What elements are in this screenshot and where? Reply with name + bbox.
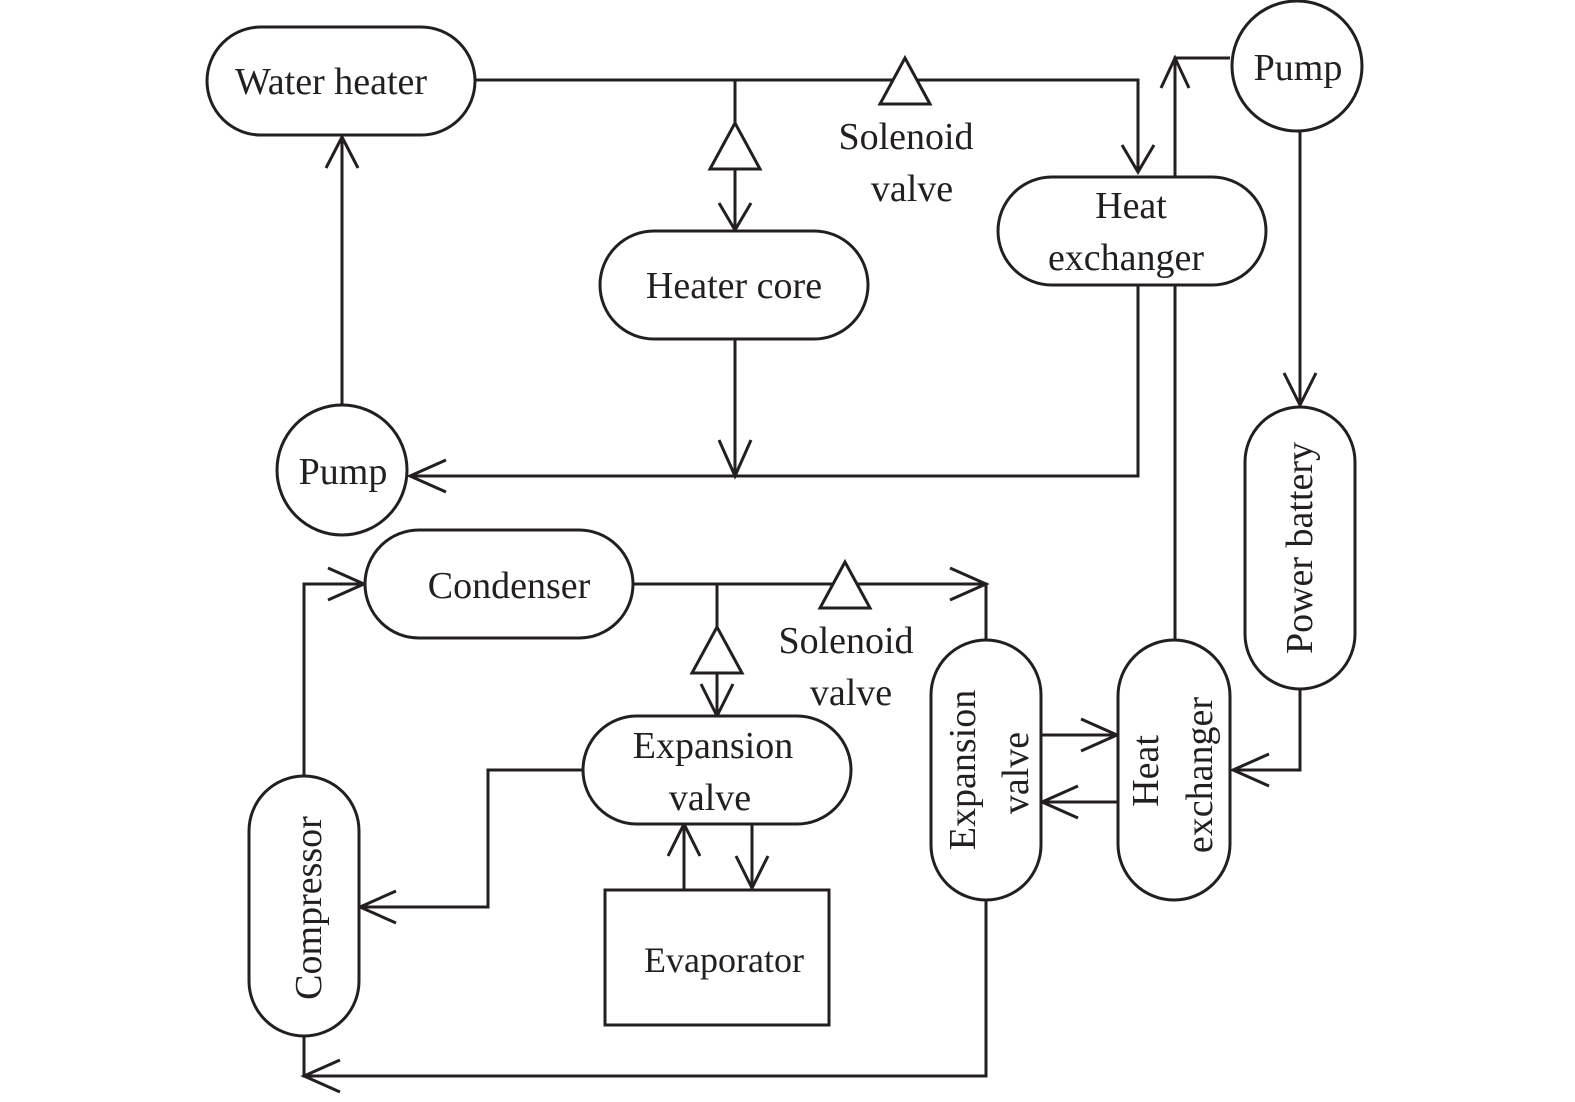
expansion-valve-right-label-line2: valve [995, 732, 1037, 814]
power-battery-label: Power battery [1279, 442, 1321, 654]
arrow-down-icon [1120, 144, 1156, 175]
solenoid-valve-top-label-line1: Solenoid [838, 116, 973, 158]
water-heater-node [205, 25, 477, 137]
pipe-expansion-valve-to-compressor [360, 768, 583, 909]
arrow-down-icon [734, 855, 770, 892]
pump-top-right-label: Pump [1254, 47, 1343, 89]
expansion-valve-right-node [929, 638, 1043, 902]
heater-core-node [598, 229, 870, 341]
valve-labels: Solenoid valve Solenoid valve [778, 116, 973, 714]
heat-exchanger-top-label-line2: exchanger [1048, 237, 1204, 279]
valves [689, 54, 933, 675]
arrow-right-icon [949, 566, 990, 602]
water-heater-label: Water heater [235, 61, 427, 103]
heat-exchanger-bottom-label-line2: exchanger [1179, 697, 1221, 853]
pump-left-node [275, 403, 409, 537]
heater-core-label: Heater core [646, 265, 822, 307]
pipe-expansion-valve-to-compressor-bottom [302, 900, 988, 1078]
expansion-valve-center-label-line2: valve [669, 777, 751, 819]
solenoid-valve-top-label-line2: valve [871, 168, 953, 210]
heat-exchanger-top-node [996, 175, 1268, 287]
arrow-left-icon [1229, 752, 1270, 788]
branch-valve-top-icon [707, 119, 763, 171]
arrow-left-icon [300, 1058, 341, 1094]
arrow-down-icon [1282, 372, 1318, 409]
arrow-up-icon [324, 133, 360, 169]
condenser-node [363, 528, 635, 640]
pipe-water-heater-to-heat-exchanger [475, 78, 1140, 172]
heat-exchanger-top-label-line1: Heat [1095, 185, 1167, 227]
pipe-compressor-to-condenser [302, 582, 364, 776]
evaporator-node [603, 888, 831, 1027]
branch-valve-bottom-icon [689, 623, 745, 675]
heat-exchanger-bottom-label-line1: Heat [1125, 735, 1167, 807]
pipe-power-battery-to-heat-exchanger [1233, 690, 1302, 772]
arrow-down-icon [717, 439, 753, 480]
expansion-valve-center-label-line1: Expansion [633, 725, 793, 767]
compressor-label: Compressor [288, 816, 330, 1000]
expansion-valve-center-node [581, 714, 853, 826]
heat-exchanger-bottom-node [1116, 638, 1232, 902]
connections [302, 56, 1302, 1078]
expansion-valve-right-label-line1: Expansion [942, 690, 984, 850]
power-battery-node [1243, 405, 1357, 691]
solenoid-valve-bottom-icon [817, 558, 873, 610]
pump-top-right-node [1230, 0, 1364, 133]
condenser-label: Condenser [428, 565, 591, 607]
compressor-node [247, 774, 361, 1038]
pipe-heat-exchanger-to-pump-left [410, 286, 1140, 478]
arrow-up-icon [1159, 54, 1191, 89]
solenoid-valve-top-icon [877, 54, 933, 106]
solenoid-valve-bottom-label-line2: valve [810, 672, 892, 714]
solenoid-valve-bottom-label-line1: Solenoid [778, 620, 913, 662]
pump-left-label: Pump [299, 451, 388, 493]
arrow-left-icon [406, 458, 447, 494]
nodes: Water heater Pump Pump Heater core Heat … [205, 0, 1364, 1038]
evaporator-label: Evaporator [644, 940, 804, 980]
